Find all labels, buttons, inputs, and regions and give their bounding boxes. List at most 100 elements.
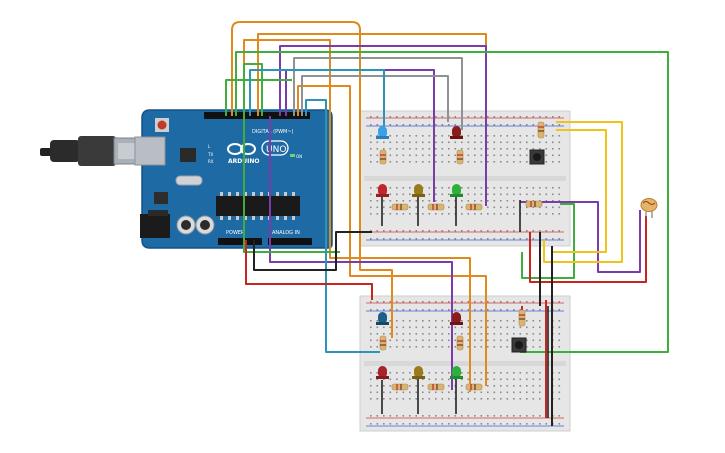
- breadboard-hole: [370, 301, 372, 303]
- breadboard-hole: [409, 238, 411, 240]
- breadboard-hole: [435, 309, 437, 311]
- breadboard-hole: [474, 415, 476, 417]
- breadboard-hole: [558, 398, 561, 400]
- breadboard-hole: [376, 415, 379, 417]
- breadboard-hole: [545, 141, 548, 144]
- breadboard-hole: [448, 372, 450, 374]
- breadboard-hole: [376, 116, 379, 118]
- breadboard-hole: [415, 385, 418, 387]
- breadboard-hole: [396, 391, 398, 394]
- resistor: [391, 383, 409, 391]
- breadboard-hole: [448, 326, 450, 329]
- breadboard-hole: [539, 326, 541, 329]
- breadboard-hole: [422, 398, 424, 400]
- breadboard-hole: [493, 238, 496, 240]
- breadboard-hole: [500, 346, 502, 348]
- breadboard-hole: [493, 154, 496, 157]
- breadboard-hole: [435, 238, 437, 240]
- breadboard-hole: [506, 116, 509, 118]
- breadboard-hole: [370, 193, 372, 196]
- breadboard-hole: [370, 135, 372, 137]
- breadboard-hole: [461, 213, 463, 215]
- breadboard-hole: [422, 423, 424, 425]
- breadboard-hole: [513, 391, 515, 394]
- breadboard-hole: [545, 116, 548, 118]
- resistor: [391, 203, 409, 211]
- breadboard-hole: [441, 391, 444, 394]
- breadboard-hole: [409, 301, 411, 303]
- breadboard-hole: [441, 213, 444, 215]
- breadboard-hole: [376, 161, 379, 163]
- breadboard-hole: [409, 116, 411, 118]
- breadboard-hole: [493, 398, 496, 400]
- breadboard-hole: [519, 372, 522, 374]
- breadboard-hole: [448, 309, 450, 311]
- breadboard-hole: [487, 423, 489, 425]
- breadboard-hole: [519, 398, 522, 400]
- breadboard-hole: [467, 415, 470, 417]
- breadboard-hole: [448, 333, 450, 335]
- breadboard-hole: [383, 385, 385, 387]
- breadboard-hole: [539, 415, 541, 417]
- breadboard-hole: [415, 398, 418, 400]
- breadboard-hole: [487, 135, 489, 137]
- breadboard-hole: [428, 391, 431, 394]
- breadboard-hole: [500, 333, 502, 335]
- breadboard-hole: [558, 378, 561, 381]
- breadboard-hole: [376, 346, 379, 348]
- breadboard-hole: [519, 378, 522, 381]
- breadboard-hole: [376, 206, 379, 209]
- breadboard-hole: [428, 346, 431, 348]
- breadboard-hole: [500, 148, 502, 150]
- breadboard-hole: [422, 200, 424, 202]
- power-header: [218, 238, 262, 245]
- breadboard-hole: [467, 333, 470, 335]
- breadboard-hole: [441, 238, 444, 240]
- breadboard-hole: [513, 213, 515, 215]
- breadboard-hole: [480, 346, 483, 348]
- breadboard-hole: [532, 309, 535, 311]
- breadboard-hole: [415, 135, 418, 137]
- breadboard-hole: [539, 372, 541, 374]
- breadboard-hole: [558, 391, 561, 394]
- breadboard-hole: [519, 385, 522, 387]
- breadboard-hole: [532, 230, 535, 232]
- breadboard-hole: [383, 398, 385, 400]
- breadboard-hole: [532, 193, 535, 196]
- breadboard-hole: [552, 213, 554, 215]
- breadboard-hole: [506, 200, 509, 202]
- on-label: ON: [296, 154, 302, 159]
- breadboard-hole: [383, 391, 385, 394]
- breadboard-hole: [487, 309, 489, 311]
- breadboard-hole: [409, 135, 411, 137]
- breadboard-hole: [513, 124, 515, 126]
- breadboard-hole: [493, 206, 496, 209]
- usb-cable: [40, 136, 145, 166]
- breadboard-hole: [428, 339, 431, 342]
- breadboard-hole: [441, 372, 444, 374]
- breadboard-hole: [422, 148, 424, 150]
- breadboard-hole: [532, 372, 535, 374]
- breadboard-hole: [500, 301, 502, 303]
- breadboard-hole: [370, 398, 372, 400]
- breadboard-hole: [441, 193, 444, 196]
- breadboard-hole: [435, 372, 437, 374]
- breadboard-hole: [376, 385, 379, 387]
- breadboard-hole: [435, 326, 437, 329]
- breadboard-hole: [415, 320, 418, 322]
- breadboard-hole: [441, 333, 444, 335]
- breadboard-hole: [448, 161, 450, 163]
- breadboard-top: [359, 110, 571, 247]
- led-red-2: [376, 366, 389, 379]
- breadboard-hole: [396, 320, 398, 322]
- breadboard-hole: [487, 154, 489, 157]
- breadboard-hole: [396, 423, 398, 425]
- breadboard-hole: [376, 378, 379, 381]
- rx-label: RX: [208, 159, 214, 164]
- breadboard-hole: [428, 124, 431, 126]
- breadboard-hole: [454, 230, 457, 232]
- led-green-2: [450, 366, 463, 379]
- breadboard-hole: [409, 193, 411, 196]
- breadboard-hole: [519, 116, 522, 118]
- breadboard-hole: [435, 116, 437, 118]
